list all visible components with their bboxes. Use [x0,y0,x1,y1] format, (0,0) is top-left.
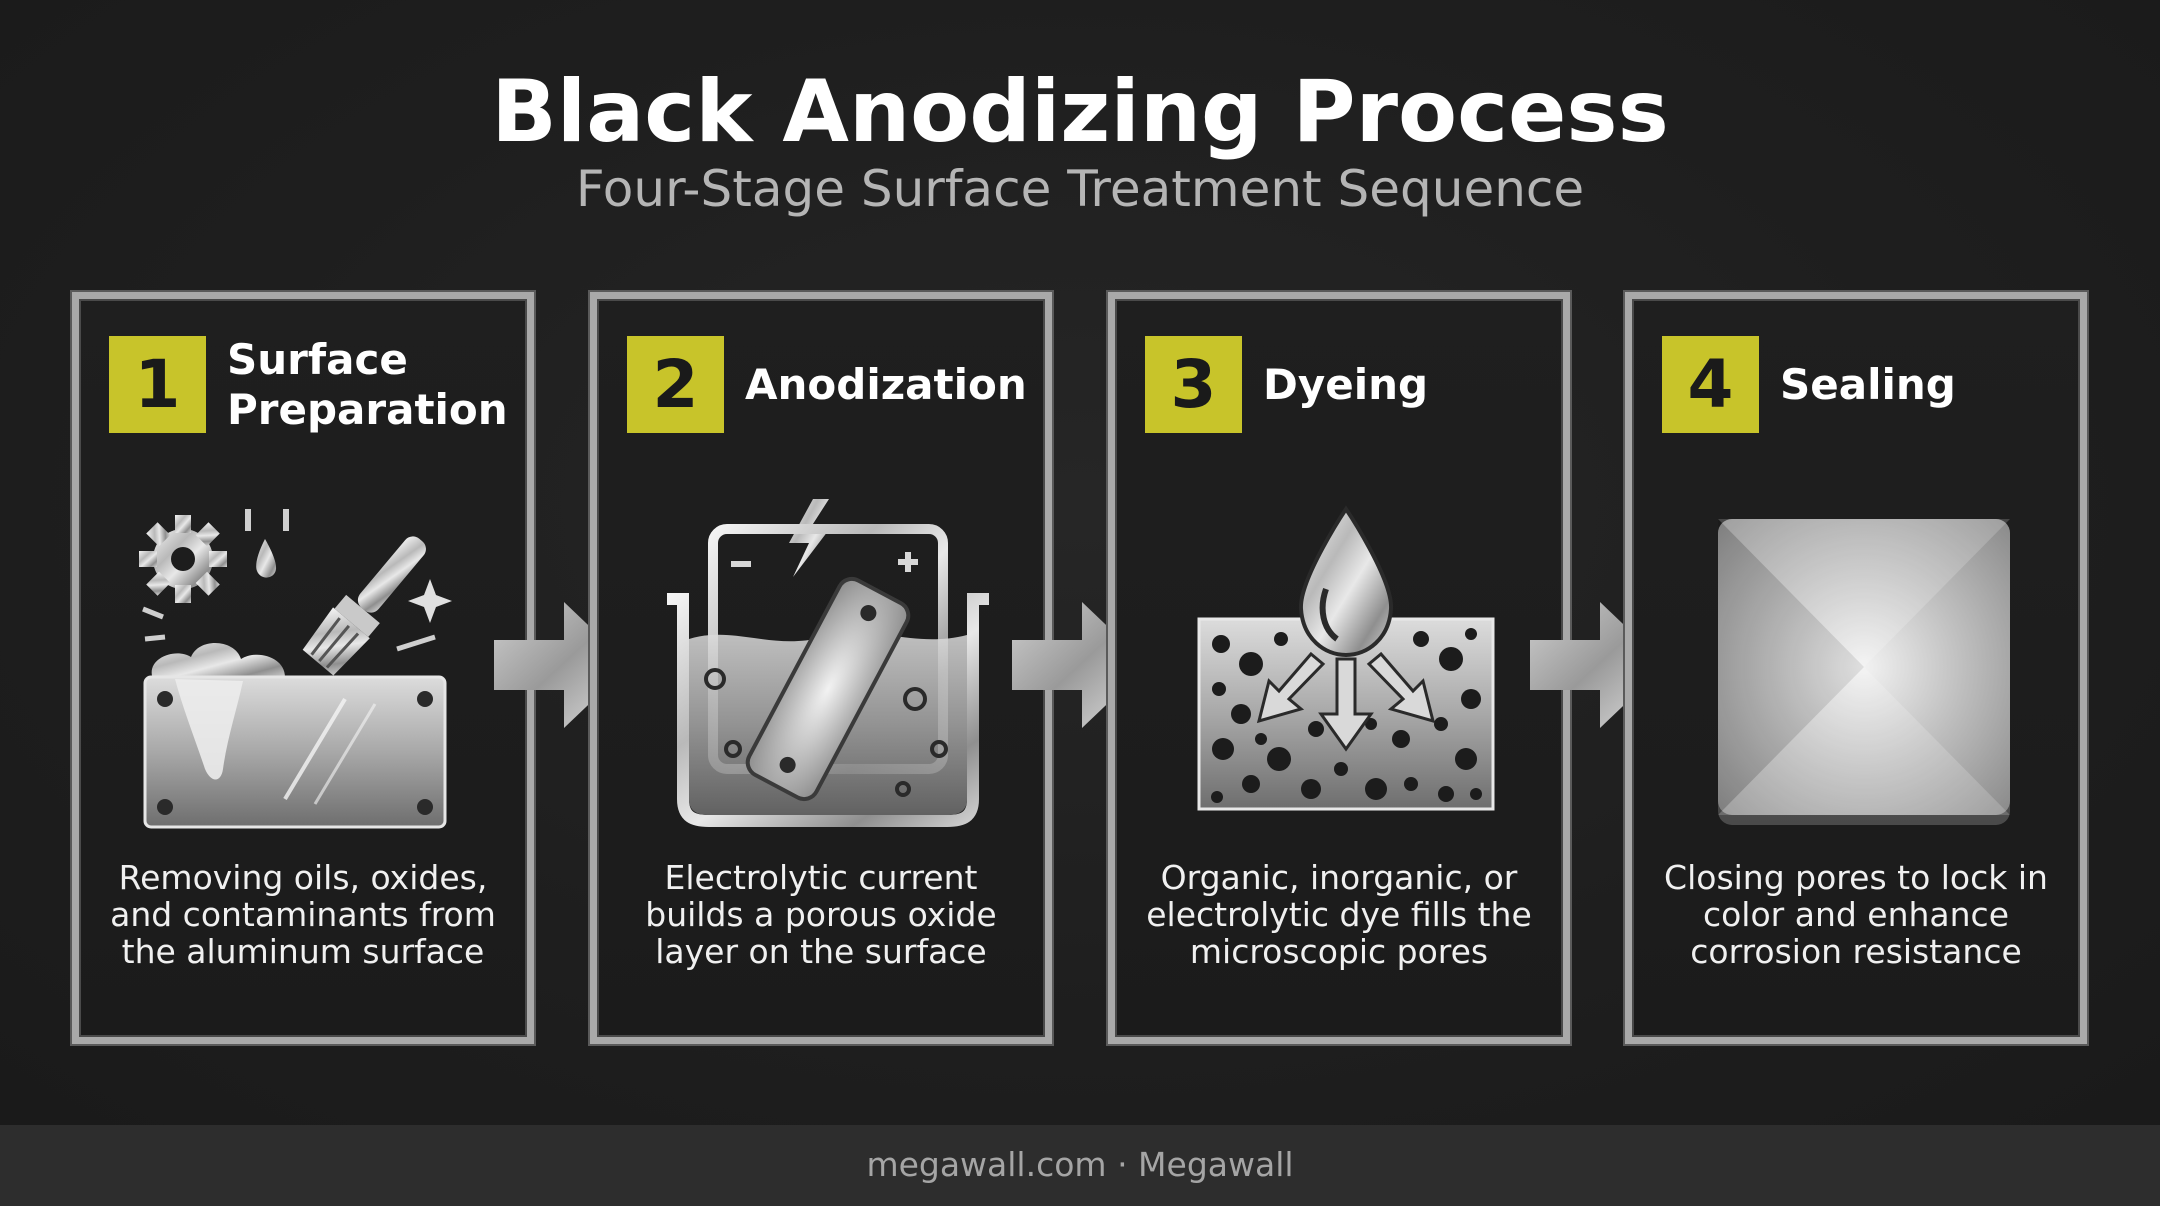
step-title: Anodization [745,359,1027,409]
page-title: Black Anodizing Process [491,62,1669,162]
step-description: Removing oils, oxides, and contaminants … [110,858,496,971]
footer-credit: megawall.com · Megawall [866,1145,1294,1184]
step-card-sealing: 4 Sealing Closing pores to lock in color… [1625,292,2087,1044]
electrolytic-bath-icon [667,499,989,827]
step-description: Organic, inorganic, or electrolytic dye … [1146,858,1532,971]
sealed-plate-icon [1718,519,2010,825]
step-card-anodization: 2 Anodization Electrolytic current build… [590,292,1052,1044]
step-number-badge: 3 [1145,336,1242,433]
step-title: Sealing [1780,359,1956,409]
cleaning-brush-icon [139,509,452,829]
step-card-dyeing: 3 Dyeing Organic, inorganic, or electrol… [1108,292,1570,1044]
step-number-badge: 4 [1662,336,1759,433]
page-subtitle: Four-Stage Surface Treatment Sequence [575,160,1585,218]
step-number-badge: 1 [109,336,206,433]
step-description: Closing pores to lock in color and enhan… [1664,858,2048,971]
step-title: Surface Preparation [227,334,508,434]
step-card-surface-preparation: 1 Surface Preparation [72,292,534,1044]
footer: megawall.com · Megawall [0,1125,2160,1206]
step-title: Dyeing [1263,359,1429,409]
dye-drop-pores-icon [1197,505,1495,811]
step-number-badge: 2 [627,336,724,433]
step-description: Electrolytic current builds a porous oxi… [645,858,997,971]
